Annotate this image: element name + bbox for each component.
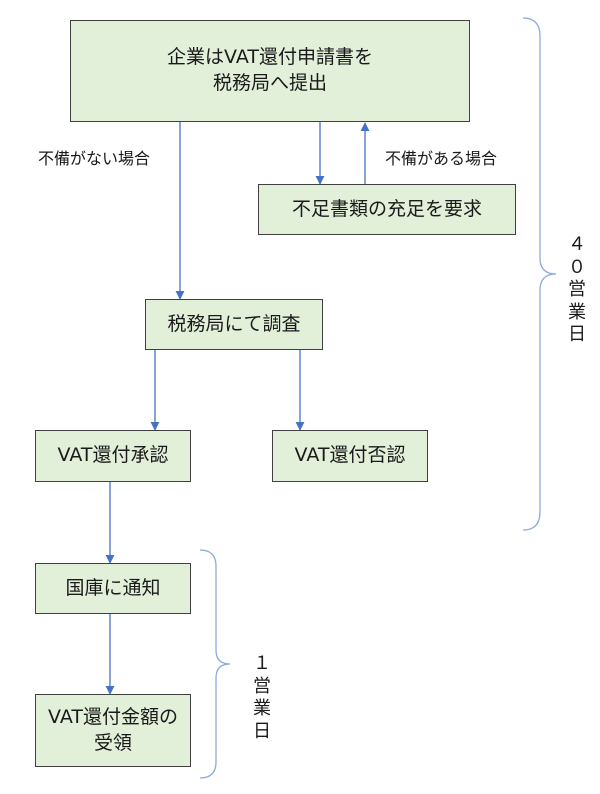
node-receive-refund: VAT還付金額の 受領 (35, 694, 191, 767)
node-vat-refund-denied: VAT還付否認 (272, 430, 428, 482)
edge-label-no-deficiency: 不備がない場合 (38, 149, 151, 168)
node-vat-refund-approved: VAT還付承認 (35, 430, 191, 482)
node-submit-application: 企業はVAT還付申請書を 税務局へ提出 (70, 20, 470, 122)
node-tax-office-investigation: 税務局にて調査 (145, 299, 323, 350)
brace-one-day (199, 549, 231, 779)
duration-forty-business-days: ４ ０ 営 業 日 (568, 234, 586, 345)
duration-one-business-day: １ 営 業 日 (253, 653, 271, 742)
node-notify-treasury: 国庫に通知 (35, 563, 191, 614)
brace-forty-days (522, 17, 557, 531)
edge-label-has-deficiency: 不備がある場合 (385, 149, 498, 168)
node-request-missing-documents: 不足書類の充足を要求 (258, 184, 516, 235)
